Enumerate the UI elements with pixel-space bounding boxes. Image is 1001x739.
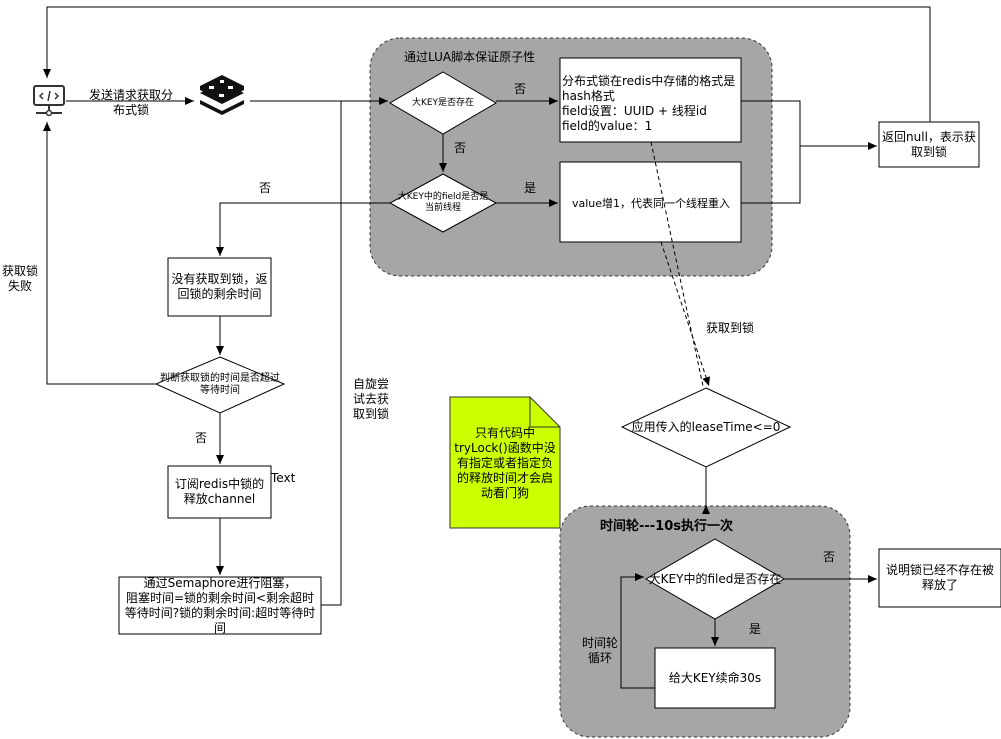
- field-current-text: 大KEY中的field是否是当前线程: [397, 192, 489, 213]
- label-yes-field: 是: [524, 181, 537, 195]
- edge-spin: [321, 101, 342, 606]
- redis-logo-icon: [200, 75, 244, 115]
- label-no-key: 否: [514, 82, 527, 96]
- filed-exists-text: 大KEY中的filed是否存在: [648, 571, 782, 586]
- subscribe-box: [167, 465, 272, 519]
- code-monitor-icon: [33, 85, 65, 117]
- hash-format-text: 分布式锁在redis中存储的格式是hash格式 field设置：UUID + 线…: [562, 74, 736, 133]
- return-null-box: [878, 121, 980, 168]
- label-text: Text: [271, 471, 296, 485]
- label-no-filed: 否: [823, 550, 836, 564]
- key-exists-text: 大KEY是否存在: [411, 98, 475, 108]
- timeout-check-text: 判断获取锁的时间是否超过等待时间: [160, 373, 280, 396]
- return-null-text: 返回null，表示获取到锁: [882, 129, 976, 159]
- hash-format-box: [559, 57, 742, 143]
- lua-group-title: 通过LUA脚本保证原子性: [404, 50, 536, 64]
- released-text: 说明锁已经不存在被释放了: [885, 563, 994, 592]
- no-lock-box: [167, 257, 272, 317]
- label-got-lock: 获取到锁: [706, 321, 755, 335]
- edge-incr-return: [741, 146, 801, 204]
- label-wheel-loop: 时间轮循环: [582, 636, 619, 665]
- edge-field-no: [216, 202, 390, 256]
- value-incr-text: value增1，代表同一个线程重入: [571, 196, 731, 210]
- timewheel-group-title: 时间轮---10s执行一次: [600, 519, 734, 534]
- label-spin: 自旋尝试去获取到锁: [352, 377, 389, 421]
- semaphore-text: 通过Semaphore进行阻塞， 阻塞时间=锁的剩余时间<剩余超时等待时间?锁的…: [124, 575, 316, 635]
- edge-got-lock-b: [660, 241, 710, 387]
- edge-wheel-loop: [620, 573, 655, 689]
- released-box: [878, 548, 1001, 608]
- watchdog-note-text: 只有代码中tryLock()函数中没有指定或者指定负的释放时间才会启动看门狗: [454, 425, 556, 500]
- renew-box: [654, 647, 776, 709]
- label-yes-filed: 是: [749, 622, 762, 636]
- label-no-field: 否: [259, 181, 272, 195]
- edge-timeout-fail: [43, 122, 156, 385]
- value-incr-box: [559, 161, 742, 243]
- renew-text: 给大KEY续命30s: [668, 670, 762, 685]
- semaphore-box: [118, 576, 322, 635]
- watchdog-note: [449, 396, 561, 529]
- subscribe-text: 订阅redis中锁的释放channel: [174, 477, 265, 506]
- no-lock-text: 没有获取到锁，返回锁的剩余时间: [171, 272, 268, 301]
- edge-return-to-client: [43, 6, 931, 122]
- request-label: 发送请求获取分布式锁: [88, 88, 173, 117]
- label-no-timeout: 否: [195, 431, 208, 445]
- edge-hash-return: [741, 100, 877, 150]
- field-current-diamond: [388, 173, 498, 233]
- label-fail: 获取锁失败: [1, 264, 38, 293]
- label-no-key-down: 否: [454, 141, 467, 155]
- lease-time-text: 应用传入的leaseTime<=0: [631, 419, 781, 434]
